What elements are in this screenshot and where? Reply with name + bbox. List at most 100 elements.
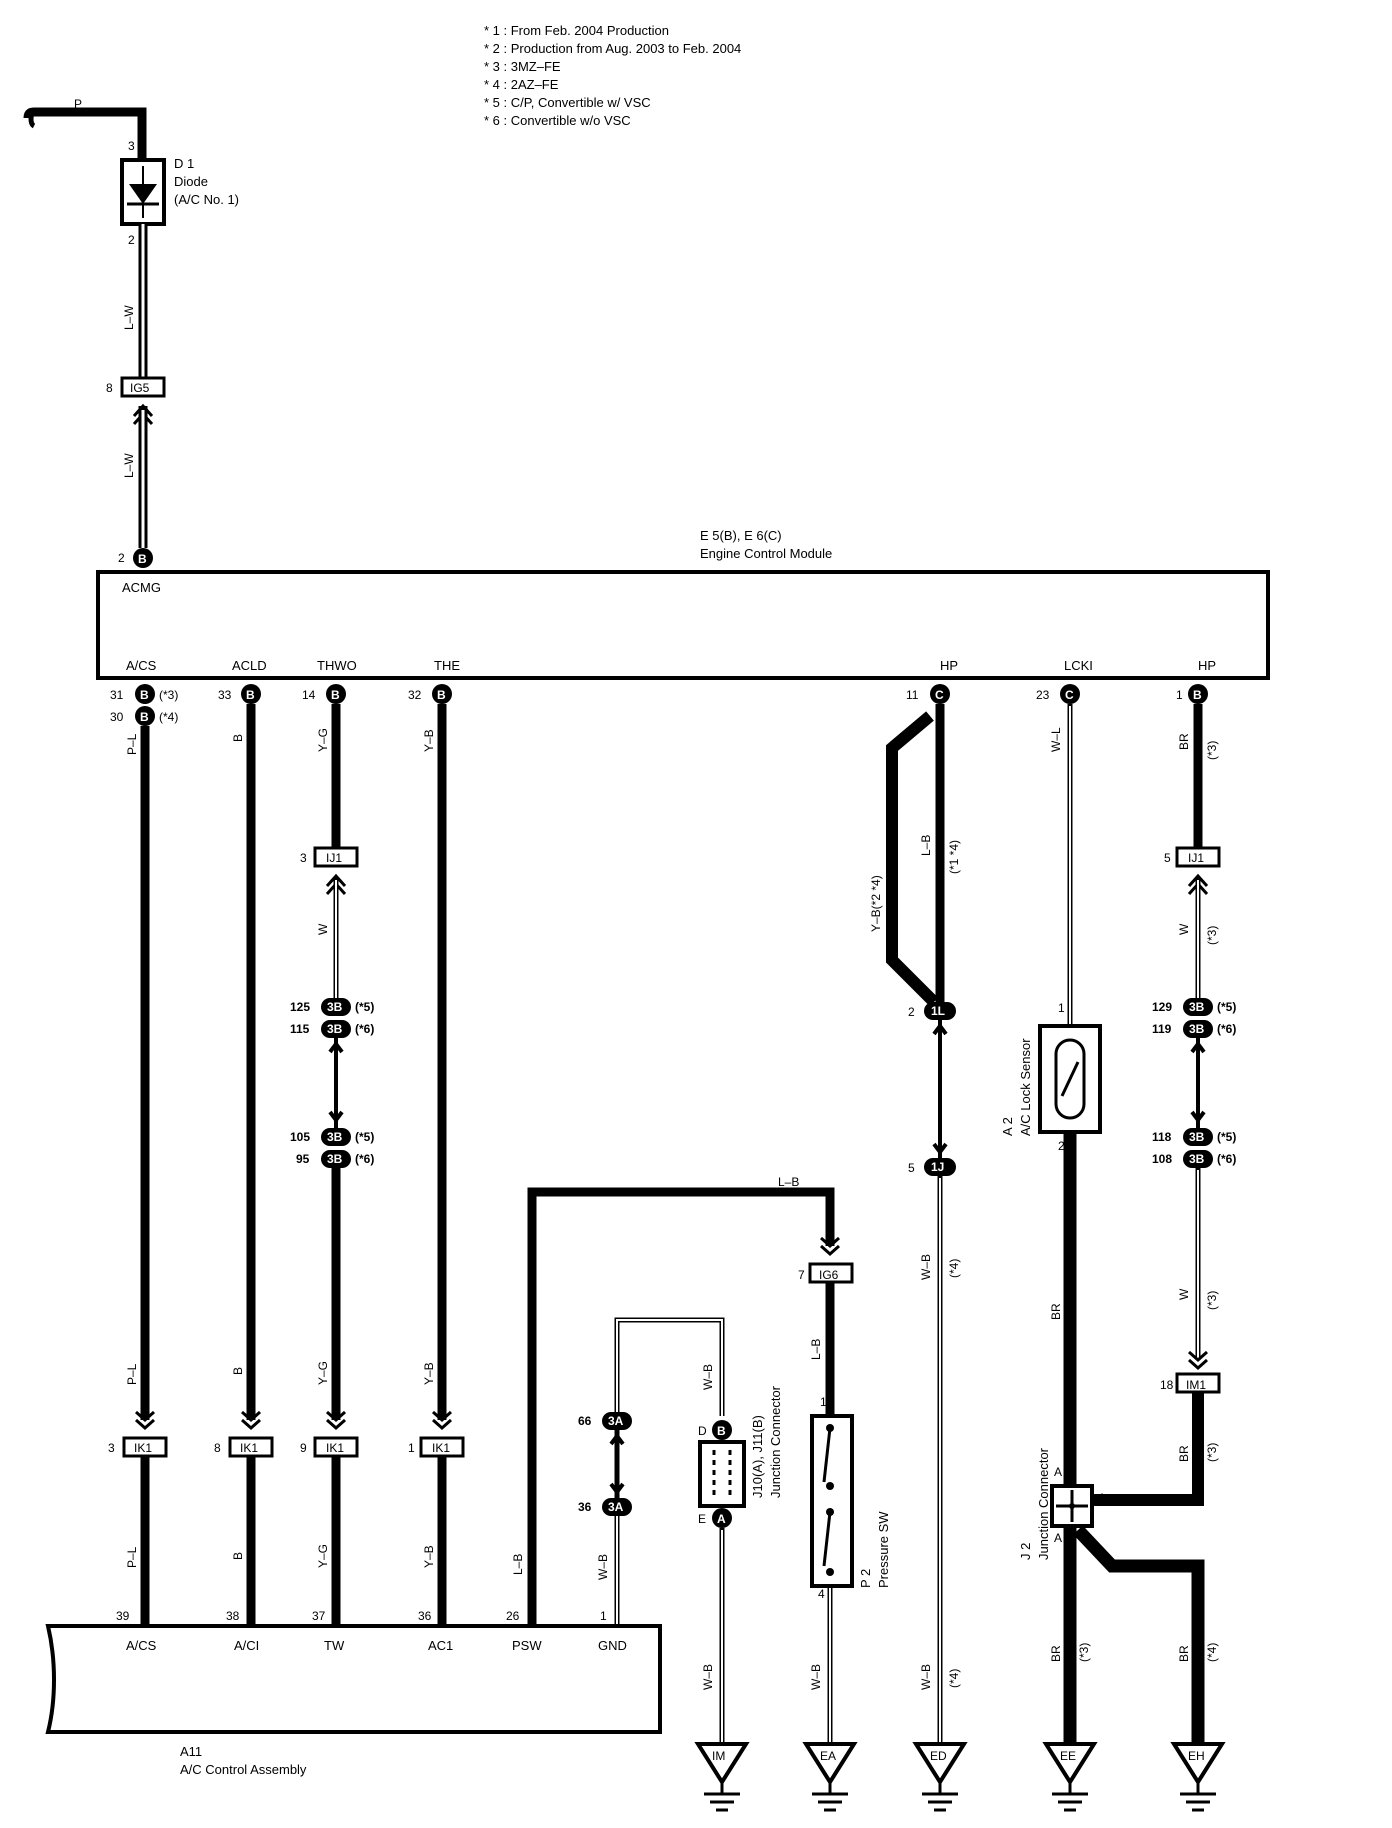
svg-text:A/C Lock Sensor: A/C Lock Sensor [1018, 1038, 1033, 1136]
svg-text:C: C [1065, 688, 1074, 702]
svg-text:1: 1 [820, 1395, 827, 1409]
note-2: * 2 : Production from Aug. 2003 to Feb. … [484, 41, 741, 56]
svg-text:J 2: J 2 [1018, 1543, 1033, 1560]
svg-text:B: B [717, 1424, 726, 1438]
svg-text:3B: 3B [327, 1022, 343, 1036]
diode-pin-bottom: 2 [128, 233, 135, 247]
svg-text:W: W [1177, 923, 1191, 935]
svg-text:W–B: W–B [809, 1664, 823, 1690]
svg-text:11: 11 [906, 688, 919, 702]
ecm-term-lcki: LCKI [1064, 658, 1093, 673]
connector-3b-118 [1183, 1128, 1213, 1146]
svg-text:W–B: W–B [701, 1664, 715, 1690]
svg-text:(*5): (*5) [1217, 1130, 1236, 1144]
connector-3a-66 [602, 1412, 632, 1430]
svg-text:14: 14 [302, 688, 316, 702]
svg-text:4: 4 [818, 1587, 825, 1601]
svg-text:1: 1 [408, 1441, 415, 1455]
svg-text:Junction Connector: Junction Connector [768, 1385, 783, 1498]
ecm-name: Engine Control Module [700, 546, 832, 561]
svg-text:3B: 3B [327, 1152, 343, 1166]
circuit-hp2: BR (*3) 5 IJ1 W (*3) 129 3B (*5) 119 3B … [1094, 704, 1236, 1506]
engine-control-module: E 5(B), E 6(C) Engine Control Module 2 B… [96, 528, 1270, 726]
svg-text:(*4): (*4) [1205, 1643, 1219, 1662]
svg-text:(*4): (*4) [947, 1669, 961, 1688]
svg-text:A/CS: A/CS [126, 1638, 157, 1653]
svg-text:L–B: L–B [809, 1339, 823, 1360]
svg-text:105: 105 [290, 1130, 310, 1144]
svg-text:9: 9 [300, 1441, 307, 1455]
svg-text:7: 7 [798, 1268, 805, 1282]
svg-text:38: 38 [226, 1609, 240, 1623]
svg-text:IM1: IM1 [1186, 1378, 1206, 1392]
svg-text:(*5): (*5) [1217, 1000, 1236, 1014]
svg-text:P–L: P–L [125, 1363, 139, 1385]
connector-3a-36 [602, 1498, 632, 1516]
svg-text:BR: BR [1049, 1645, 1063, 1662]
svg-text:J10(A), J11(B): J10(A), J11(B) [750, 1415, 765, 1498]
svg-text:129: 129 [1152, 1000, 1172, 1014]
ecm-term-acmg: ACMG [122, 580, 161, 595]
svg-text:5: 5 [1164, 851, 1171, 865]
svg-text:GND: GND [598, 1638, 627, 1653]
svg-text:95: 95 [296, 1152, 310, 1166]
svg-text:EA: EA [820, 1749, 836, 1763]
svg-text:C: C [935, 688, 944, 702]
circuit-hp1: Y–B(*2 *4) L–B (*1 *4) 2 1L 5 1J W–B (*4… [869, 704, 961, 1744]
svg-text:3B: 3B [1189, 1022, 1205, 1036]
ground-icon [912, 1742, 968, 1786]
svg-text:1: 1 [1176, 688, 1183, 702]
svg-text:ED: ED [930, 1749, 947, 1763]
svg-text:B: B [231, 734, 245, 742]
svg-text:W–B: W–B [701, 1364, 715, 1390]
svg-text:125: 125 [290, 1000, 310, 1014]
svg-text:3B: 3B [327, 1000, 343, 1014]
svg-text:Y–B: Y–B [422, 1362, 436, 1385]
svg-text:108: 108 [1152, 1152, 1172, 1166]
note-6: * 6 : Convertible w/o VSC [484, 113, 631, 128]
svg-text:18: 18 [1160, 1378, 1174, 1392]
ac-control-ref: A11 [180, 1744, 202, 1759]
svg-text:IJ1: IJ1 [326, 851, 342, 865]
svg-text:B: B [231, 1552, 245, 1560]
svg-text:A/CI: A/CI [234, 1638, 259, 1653]
svg-text:A: A [1054, 1465, 1062, 1479]
svg-text:L–B: L–B [511, 1554, 525, 1575]
sensor-symbol-icon [1060, 1061, 1080, 1097]
svg-text:Y–G: Y–G [316, 728, 330, 752]
svg-text:Pressure SW: Pressure SW [876, 1511, 891, 1588]
svg-text:37: 37 [312, 1609, 326, 1623]
wire-break-mark [28, 109, 36, 129]
ecm-pin-14 [326, 684, 346, 704]
svg-text:3: 3 [300, 851, 307, 865]
svg-text:3: 3 [108, 1441, 115, 1455]
note-4: * 4 : 2AZ–FE [484, 77, 559, 92]
circuit-lcki: W–L 1 2 A 2 A/C Lock Sensor BR A A A J 2… [1000, 704, 1219, 1744]
svg-text:B: B [1193, 688, 1202, 702]
svg-text:W–L: W–L [1049, 727, 1063, 752]
circuit-acs: P–L P–L 3 IK1 P–L [108, 726, 168, 1626]
double-chevron-icon [432, 1410, 452, 1431]
ecm-pin-31 [135, 684, 155, 704]
ecm-term-thwo: THWO [317, 658, 357, 673]
svg-text:W–B: W–B [596, 1554, 610, 1580]
wire-label-lw1: L–W [122, 305, 136, 330]
double-chevron-icon [326, 1410, 346, 1431]
svg-text:33: 33 [218, 688, 232, 702]
svg-text:(*3): (*3) [1205, 926, 1219, 945]
connector-3b-105 [321, 1128, 351, 1146]
ecm-pin-23 [1060, 684, 1080, 704]
ground-icon [1042, 1742, 1098, 1786]
svg-text:(*6): (*6) [1217, 1022, 1236, 1036]
svg-text:W–B: W–B [919, 1664, 933, 1690]
svg-text:23: 23 [1036, 688, 1050, 702]
svg-text:5: 5 [908, 1161, 915, 1175]
double-chevron-icon [1188, 1350, 1208, 1371]
ecm-pin-33 [241, 684, 261, 704]
diode-circuit: P 3 D 1 Diode (A/C No. 1) 2 L–W 8 IG5 L–… [23, 97, 239, 548]
ecm-top-connector [133, 548, 153, 568]
svg-text:IK1: IK1 [134, 1441, 152, 1455]
svg-text:IK1: IK1 [326, 1441, 344, 1455]
notes: * 1 : From Feb. 2004 Production * 2 : Pr… [484, 23, 741, 128]
